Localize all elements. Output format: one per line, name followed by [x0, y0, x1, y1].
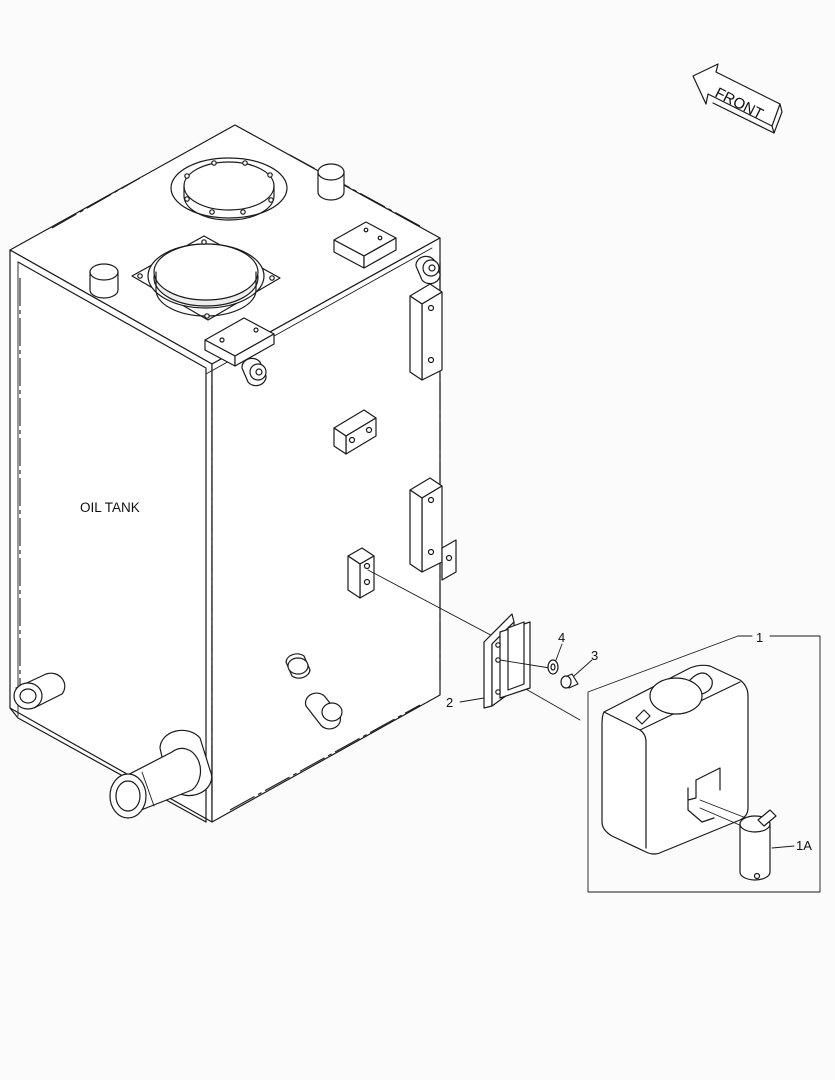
side-boss-lower-2	[304, 692, 343, 730]
top-block-rear	[333, 221, 397, 269]
outlet-pipe	[109, 729, 213, 819]
front-arrow: FRONT	[692, 63, 783, 134]
side-bracket-tall-lower	[409, 477, 457, 581]
side-boss-front-top	[241, 357, 267, 387]
bracket-part	[483, 613, 551, 709]
oil-tank: OIL TANK	[9, 124, 457, 823]
assembly-leader-upper	[367, 569, 501, 641]
callout-1a: 1A	[796, 838, 812, 853]
oil-tank-label: OIL TANK	[80, 500, 140, 515]
washer-part	[547, 659, 559, 675]
top-port-rear	[170, 157, 288, 221]
side-bracket-tall-upper	[409, 283, 443, 381]
top-port-front	[131, 235, 281, 321]
screw-part	[560, 673, 579, 689]
top-block-front	[204, 317, 275, 367]
callout-2: 2	[446, 695, 453, 710]
detail-box	[587, 635, 821, 893]
callout-4: 4	[558, 630, 565, 645]
callout-1: 1	[756, 630, 763, 645]
mounting-block	[347, 547, 375, 599]
callout-3: 3	[591, 648, 598, 663]
assembly-leader-lower	[523, 687, 581, 721]
side-block-mid	[333, 409, 377, 455]
side-boss-lower-1	[285, 653, 311, 679]
drain-boss	[13, 672, 66, 710]
top-boss-left	[89, 263, 119, 299]
reservoir-tank	[601, 664, 749, 855]
washer-pump	[739, 809, 777, 881]
side-boss-upper	[415, 255, 441, 285]
top-boss-rear	[317, 163, 345, 201]
